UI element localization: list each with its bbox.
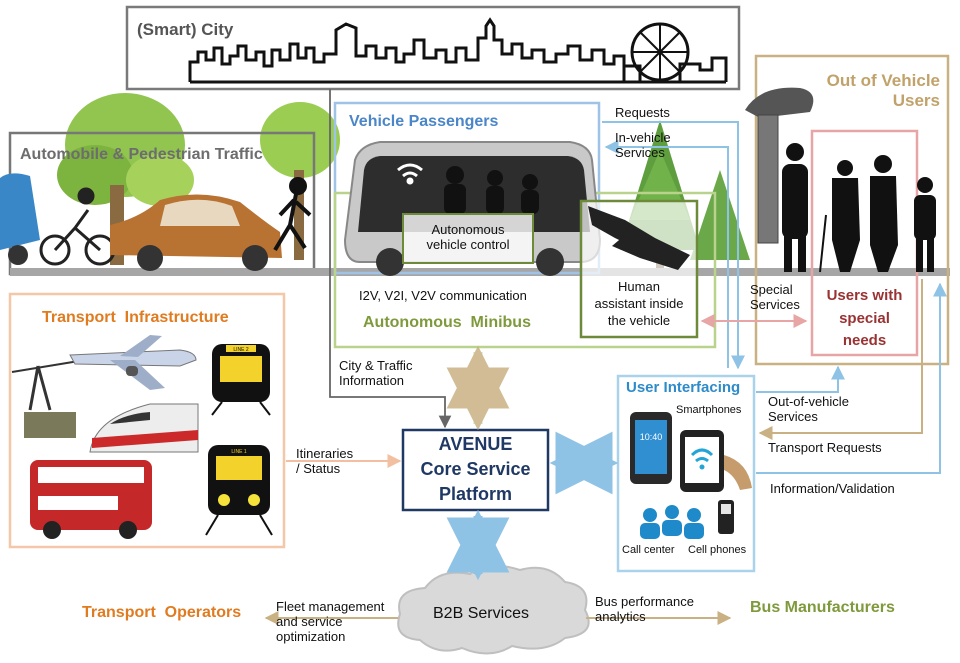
special-services-label: Special Services [750, 282, 800, 313]
special-needs-line3: needs [842, 332, 887, 349]
connector-city-info [329, 89, 452, 429]
in-vehicle-services-line1: In-vehicle [615, 130, 671, 145]
human-assistant-line3: the vehicle [607, 312, 671, 328]
bus-performance-label: Bus performance analytics [595, 594, 694, 625]
call-center-label: Call center [622, 544, 675, 556]
bus-performance-line1: Bus performance [595, 594, 694, 609]
connector-requests [602, 121, 745, 370]
special-needs-line2: special [839, 309, 890, 327]
itineraries-label: Itineraries / Status [296, 446, 354, 477]
autonomous-control-line1: Autonomous [431, 222, 505, 237]
autonomous-control-line2: vehicle control [426, 236, 510, 252]
info-validation-label: Information/Validation [770, 481, 895, 496]
trees-left-icon [57, 93, 340, 265]
airplane-icon [69, 335, 197, 390]
special-services-line1: Special [750, 282, 793, 297]
special-needs-line1: Users with [826, 287, 903, 304]
traffic-title: Automobile & Pedestrian Traffic [20, 146, 263, 163]
cell-phone-icon [718, 500, 734, 534]
comm-label: I2V, V2I, V2V communication [359, 288, 527, 303]
bus-performance-line2: analytics [595, 608, 646, 624]
itineraries-line2: / Status [296, 460, 341, 476]
passenger-silhouettes [444, 166, 539, 214]
vehicle-passengers-box [333, 101, 601, 275]
b2b-cloud [397, 564, 590, 655]
autonomous-control-label: Autonomous vehicle control [405, 222, 531, 253]
human-assistant-label: Human assistant inside the vehicle [583, 279, 695, 330]
transport-infrastructure-title: Transport Infrastructure [42, 309, 229, 326]
connector-transport-requests [758, 279, 923, 440]
cable-car-icon [11, 359, 86, 438]
smart-city-title: (Smart) City [137, 20, 234, 39]
city-skyline-icon [188, 17, 626, 82]
fleet-label: Fleet management and service optimizatio… [276, 599, 385, 645]
city-traffic-info-line1: City & Traffic [339, 358, 413, 373]
human-assistant-line2: assistant inside [594, 295, 684, 311]
requests-label: Requests [615, 105, 670, 120]
metro-line1-icon: LINE 1 [205, 445, 273, 536]
special-needs-title: Users with special needs [814, 285, 915, 353]
connector-out-of-vehicle-services [756, 365, 845, 393]
transport-operators-title: Transport Operators [82, 604, 242, 621]
out-of-vehicle-title: Out of Vehicle Users [800, 71, 940, 110]
itineraries-line1: Itineraries [296, 446, 354, 461]
tuk-tuk-icon [0, 173, 40, 265]
smartphone-icon: 10:40 [630, 412, 672, 484]
user-interfacing-title: User Interfacing [626, 379, 741, 396]
wifi-icon [397, 163, 423, 185]
high-speed-train-icon [89, 403, 199, 453]
waiting-people-icon [782, 143, 936, 273]
out-of-vehicle-services-line2: Services [768, 408, 818, 424]
minibus-title: Autonomous Minibus [363, 314, 531, 331]
out-of-vehicle-line2: Users [892, 90, 940, 110]
core-platform-title: AVENUE Core Service Platform [405, 432, 546, 508]
out-of-vehicle-box [754, 54, 950, 366]
bus-stop-icon [745, 87, 814, 244]
core-platform-line1: AVENUE [438, 434, 513, 454]
metro-line2-label: LINE 2 [233, 347, 249, 353]
fleet-line3: optimization [276, 628, 346, 644]
special-services-line2: Services [750, 296, 800, 312]
phone-time: 10:40 [640, 432, 663, 442]
fleet-line1: Fleet management [276, 599, 385, 614]
fleet-line2: and service [276, 613, 343, 629]
phone-wifi-icon [680, 430, 752, 492]
smartphones-label: Smartphones [676, 404, 742, 416]
bus-manufacturers-title: Bus Manufacturers [750, 599, 895, 616]
city-traffic-info-label: City & Traffic Information [339, 358, 413, 389]
car-icon [110, 194, 282, 271]
human-assistant-line1: Human [618, 279, 660, 294]
double-decker-bus-icon [30, 460, 152, 539]
smart-city-box [125, 5, 741, 91]
runner-icon [273, 177, 312, 252]
in-vehicle-services-label: In-vehicle Services [615, 130, 671, 161]
out-of-vehicle-services-line1: Out-of-vehicle [768, 394, 849, 409]
out-of-vehicle-line1: Out of Vehicle [826, 71, 940, 90]
b2b-services-label: B2B Services [433, 605, 530, 622]
connector-in-vehicle-services [604, 140, 729, 368]
connector-info-validation [756, 282, 947, 474]
core-platform-line2: Core Service [420, 459, 531, 480]
cell-phones-label: Cell phones [688, 544, 747, 556]
autonomous-control-box [402, 213, 534, 264]
ferris-wheel-spokes [632, 24, 688, 80]
transport-infrastructure-box [8, 292, 286, 549]
metro-line1-label: LINE 1 [231, 449, 247, 455]
vehicle-passengers-title: Vehicle Passengers [349, 113, 499, 130]
in-vehicle-services-line2: Services [615, 144, 665, 160]
metro-line2-icon: LINE 2 [211, 344, 271, 416]
core-platform-line3: Platform [438, 484, 512, 505]
handshake-icon [588, 206, 690, 270]
city-traffic-info-line2: Information [339, 372, 405, 388]
transport-requests-label: Transport Requests [768, 440, 882, 455]
call-center-icon [640, 505, 704, 539]
out-of-vehicle-services-label: Out-of-vehicle Services [768, 394, 849, 425]
